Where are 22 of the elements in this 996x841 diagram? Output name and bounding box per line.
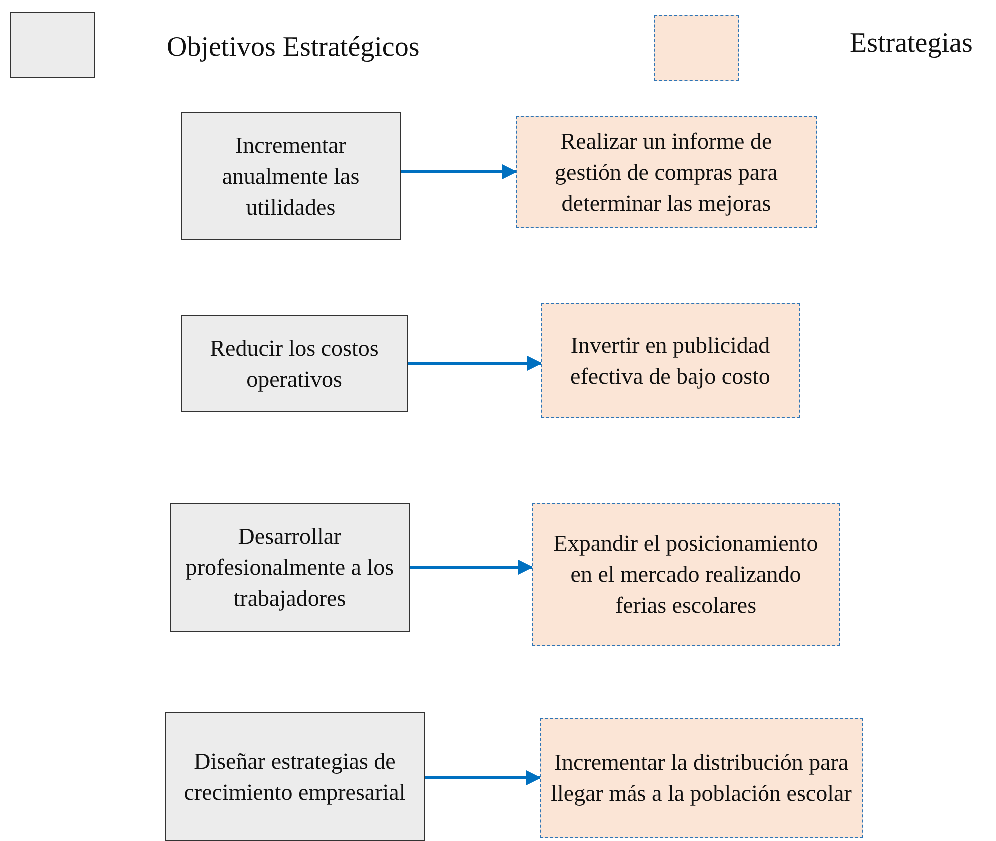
node-text: Incrementar la distribución para llegar más a la población escolar: [551, 749, 852, 808]
strategy-box: [540, 718, 863, 838]
arrow: [408, 356, 542, 371]
node-text: Realizar un informe de gestión de compras para determinar las mejoras: [554, 128, 779, 218]
strategy-box: [516, 116, 817, 228]
objective-box: [181, 112, 401, 240]
node-text: Invertir en publicidad efectiva de bajo costo: [570, 332, 772, 391]
node-text: Desarrollar profesionalmente a los trabajadores: [184, 523, 396, 613]
arrow: [425, 770, 542, 786]
objective-box: [181, 315, 408, 412]
node-text: Reducir los costos operativos: [209, 334, 380, 394]
node-text: Incrementar anualmente las utilidades: [221, 132, 361, 222]
legend-label: Objetivos Estratégicos: [167, 32, 420, 64]
strategy-box: [541, 303, 800, 418]
objective-box: [170, 503, 410, 632]
objective-box: [165, 712, 425, 841]
legend-label: Estrategias: [850, 28, 973, 60]
arrow: [401, 164, 518, 180]
node-text: Expandir el posicionamiento en el mercado realizando ferias escolares: [552, 530, 820, 620]
arrow: [410, 560, 534, 575]
node-text: Diseñar estrategias de crecimiento empresarial: [183, 748, 407, 807]
strategy-box: [532, 503, 840, 646]
